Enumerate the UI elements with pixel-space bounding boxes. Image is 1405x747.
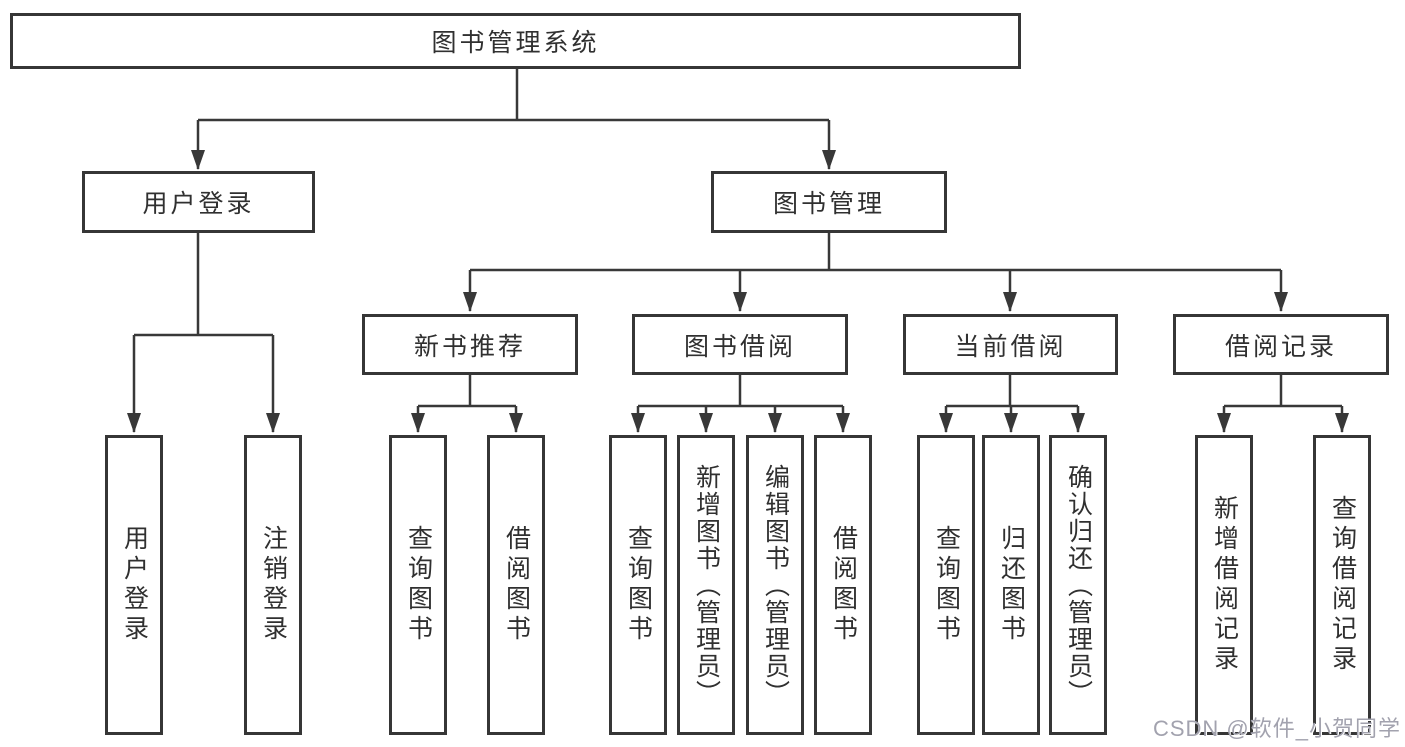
node-leaf-borrow-books-borrow: 借阅图书	[814, 435, 872, 735]
node-label: 图书借阅	[683, 332, 796, 361]
node-label: 注销登录	[259, 525, 288, 645]
node-leaf-add-borrow-record: 新增借阅记录	[1195, 435, 1253, 735]
node-label: 编辑图书（管理员）	[761, 463, 790, 707]
node-label: 查询图书	[932, 525, 961, 645]
node-leaf-borrow-books-recommend: 借阅图书	[487, 435, 545, 735]
node-leaf-return-book: 归还图书	[982, 435, 1040, 735]
node-label: 用户登录	[120, 525, 149, 645]
node-label: 归还图书	[997, 525, 1026, 645]
node-label: 新增借阅记录	[1210, 495, 1239, 675]
node-label: 查询图书	[624, 525, 653, 645]
csdn-watermark: CSDN @软件_小贺同学	[1152, 716, 1401, 741]
node-borrow-records: 借阅记录	[1173, 314, 1389, 375]
node-label: 新书推荐	[413, 332, 526, 361]
node-label: 查询图书	[404, 525, 433, 645]
node-leaf-user-login: 用户登录	[105, 435, 163, 735]
node-leaf-query-books-borrow: 查询图书	[609, 435, 667, 735]
node-library-system: 图书管理系统	[10, 13, 1021, 69]
node-book-management: 图书管理	[711, 171, 947, 233]
node-label: 图书管理	[772, 190, 885, 218]
node-label: 查询借阅记录	[1328, 495, 1357, 675]
node-leaf-edit-book-admin: 编辑图书（管理员）	[746, 435, 804, 735]
node-label: 借阅记录	[1224, 332, 1337, 361]
node-book-borrow: 图书借阅	[632, 314, 848, 375]
node-new-book-recommend: 新书推荐	[362, 314, 578, 375]
node-leaf-query-books-recommend: 查询图书	[389, 435, 447, 735]
node-label: 新增图书（管理员）	[692, 463, 721, 707]
node-label: 当前借阅	[954, 332, 1067, 361]
node-leaf-confirm-return-admin: 确认归还（管理员）	[1049, 435, 1107, 735]
node-leaf-add-book-admin: 新增图书（管理员）	[677, 435, 735, 735]
node-label: 用户登录	[142, 190, 255, 218]
node-leaf-query-books-current: 查询图书	[917, 435, 975, 735]
node-leaf-logout: 注销登录	[244, 435, 302, 735]
node-current-borrow: 当前借阅	[903, 314, 1118, 375]
node-label: 确认归还（管理员）	[1064, 463, 1093, 707]
node-label: 图书管理系统	[431, 29, 600, 57]
node-leaf-query-borrow-record: 查询借阅记录	[1313, 435, 1371, 735]
node-label: 借阅图书	[502, 525, 531, 645]
node-user-login: 用户登录	[82, 171, 315, 233]
node-label: 借阅图书	[829, 525, 858, 645]
